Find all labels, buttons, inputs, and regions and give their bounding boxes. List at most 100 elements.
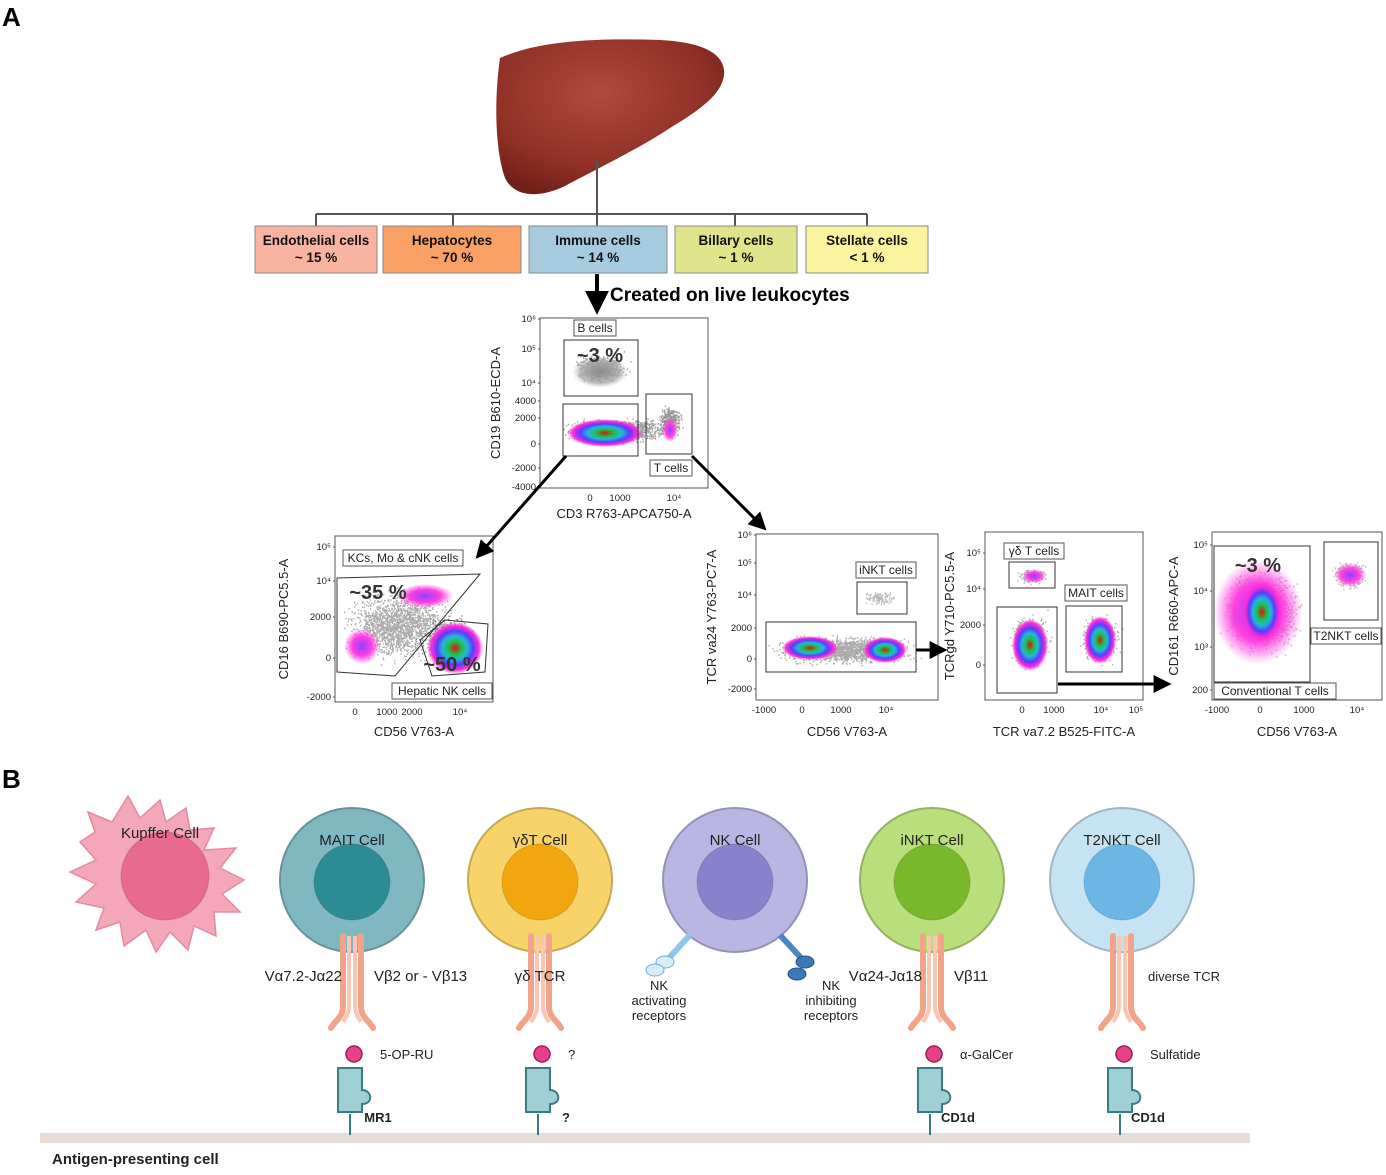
gate-box-nonMAIT bbox=[996, 606, 1058, 694]
cell-name: T2NKT Cell bbox=[1083, 832, 1160, 849]
gate-box-nonT bbox=[562, 403, 639, 457]
nk-activating-label: NK bbox=[650, 978, 668, 993]
x-axis-label: CD56 V763-A bbox=[807, 724, 888, 739]
gate-box-gd bbox=[1008, 561, 1056, 589]
gate-label-mait-bg bbox=[1064, 584, 1128, 602]
nk-inhibiting-receptor-head bbox=[787, 967, 807, 981]
scatter-dots bbox=[344, 586, 461, 666]
density-blob bbox=[662, 418, 678, 442]
presenter-molecule-icon bbox=[1107, 1067, 1142, 1113]
gate-box-inkt bbox=[856, 581, 908, 615]
tree-connectors bbox=[315, 160, 868, 226]
scatter-dots bbox=[865, 592, 895, 606]
gate-arrow-T bbox=[690, 454, 767, 531]
density-blob bbox=[863, 637, 907, 663]
y-tick-label: 2000 bbox=[310, 612, 331, 623]
fraction-box-bg bbox=[674, 225, 798, 274]
fraction-name: Billary cells bbox=[698, 233, 773, 248]
density-blob bbox=[1242, 582, 1282, 642]
gate-box-conv bbox=[1213, 545, 1311, 683]
nucleus bbox=[120, 831, 210, 921]
density-blob bbox=[1334, 563, 1366, 587]
x-tick-label: 1000 bbox=[1043, 705, 1064, 716]
cell-fraction-boxes: Endothelial cells~ 15 %Hepatocytes~ 70 %… bbox=[254, 225, 929, 274]
x-tick-label: 0 bbox=[799, 705, 804, 716]
nk-inhibiting-label: NK bbox=[822, 978, 840, 993]
receptor-label-right: Vβ2 or - Vβ13 bbox=[374, 968, 467, 985]
gate-label-gd-bg bbox=[1003, 542, 1065, 560]
tcr-receptor-inner bbox=[921, 936, 943, 1024]
panel-b-letter: B bbox=[2, 764, 21, 794]
gate-box-nonINKT bbox=[765, 621, 917, 673]
density-blob bbox=[572, 356, 628, 388]
nucleus bbox=[1083, 843, 1161, 921]
x-tick-label: -1000 bbox=[752, 705, 776, 716]
y-tick-label: 0 bbox=[326, 653, 331, 664]
gate-label-inkt: iNKT cells bbox=[859, 563, 913, 577]
y-tick-label: 10⁴ bbox=[316, 576, 331, 587]
y-axis-label: CD16 B690-PC5.5-A bbox=[276, 558, 291, 679]
nk-inhibiting-receptor-head bbox=[795, 955, 815, 969]
antigen-label: ? bbox=[568, 1047, 575, 1062]
y-tick-label: 10⁵ bbox=[316, 542, 331, 553]
x-tick-label: 1000 bbox=[830, 705, 851, 716]
y-tick-label: 0 bbox=[976, 660, 981, 671]
y-tick-label: 0 bbox=[531, 439, 536, 450]
cell-name: iNKT Cell bbox=[900, 832, 963, 849]
tcr-receptor bbox=[1098, 933, 1146, 1031]
plot-frame bbox=[755, 533, 939, 701]
gate-label-t2nkt: T2NKT cells bbox=[1313, 629, 1378, 643]
gate-pct-b: ~3 % bbox=[577, 345, 623, 367]
gate-label-inkt-bg bbox=[855, 561, 917, 579]
y-tick-label: 10⁵ bbox=[737, 558, 752, 569]
nucleus bbox=[696, 843, 774, 921]
cell-name: MAIT Cell bbox=[319, 832, 385, 849]
density-blob bbox=[397, 584, 453, 608]
x-tick-label: 2000 bbox=[401, 707, 422, 718]
cell-name: γδT Cell bbox=[513, 832, 568, 849]
density-blob bbox=[782, 636, 838, 660]
presenter-label: MR1 bbox=[364, 1110, 391, 1125]
presenter-molecule-icon bbox=[525, 1067, 560, 1113]
antigen-icon bbox=[925, 1045, 943, 1063]
density-blob bbox=[344, 628, 380, 664]
y-tick-label: 0 bbox=[747, 654, 752, 665]
x-tick-label: 1000 bbox=[609, 493, 630, 504]
x-tick-label: 0 bbox=[1019, 705, 1024, 716]
tcr-receptor bbox=[908, 933, 956, 1031]
fraction-box-4: Stellate cells< 1 % bbox=[805, 225, 929, 274]
fraction-box-0: Endothelial cells~ 15 % bbox=[254, 225, 378, 274]
y-axis-label: CD19 B610-ECD-A bbox=[488, 347, 503, 459]
presenter-label: CD1d bbox=[1131, 1110, 1165, 1125]
density-blob bbox=[1012, 619, 1048, 671]
gate-pct-bottom: ~50 % bbox=[423, 654, 480, 676]
y-tick-label: 10⁶ bbox=[738, 530, 753, 541]
x-tick-label: 1000 bbox=[1293, 705, 1314, 716]
x-axis-label: CD56 V763-A bbox=[374, 724, 455, 739]
x-axis-label: CD3 R763-APCA750-A bbox=[556, 506, 691, 521]
gate-label-top: KCs, Mo & cNK cells bbox=[348, 551, 459, 565]
gate-label-t2nkt-bg bbox=[1310, 627, 1382, 645]
y-tick-label: 2000 bbox=[515, 413, 536, 424]
cell-name: Kupffer Cell bbox=[121, 825, 199, 842]
nk-inhibiting-label: receptors bbox=[804, 1008, 859, 1023]
fraction-pct: ~ 15 % bbox=[295, 250, 337, 265]
arrow-caption: Created on live leukocytes bbox=[610, 285, 850, 306]
x-tick-label: 0 bbox=[1257, 705, 1262, 716]
nk-activating-label: receptors bbox=[632, 1008, 687, 1023]
tcr-receptor-inner bbox=[529, 936, 551, 1024]
x-tick-label: 10⁵ bbox=[1129, 705, 1144, 716]
fraction-pct: < 1 % bbox=[850, 250, 885, 265]
antigen-icon bbox=[533, 1045, 551, 1063]
y-axis-label: TCRgd Y710-PC5.5-A bbox=[942, 551, 957, 680]
gate-pct-top: ~35 % bbox=[349, 582, 406, 604]
antigen-label: α-GalCer bbox=[960, 1047, 1014, 1062]
gate-arrow-nonT bbox=[475, 455, 568, 559]
